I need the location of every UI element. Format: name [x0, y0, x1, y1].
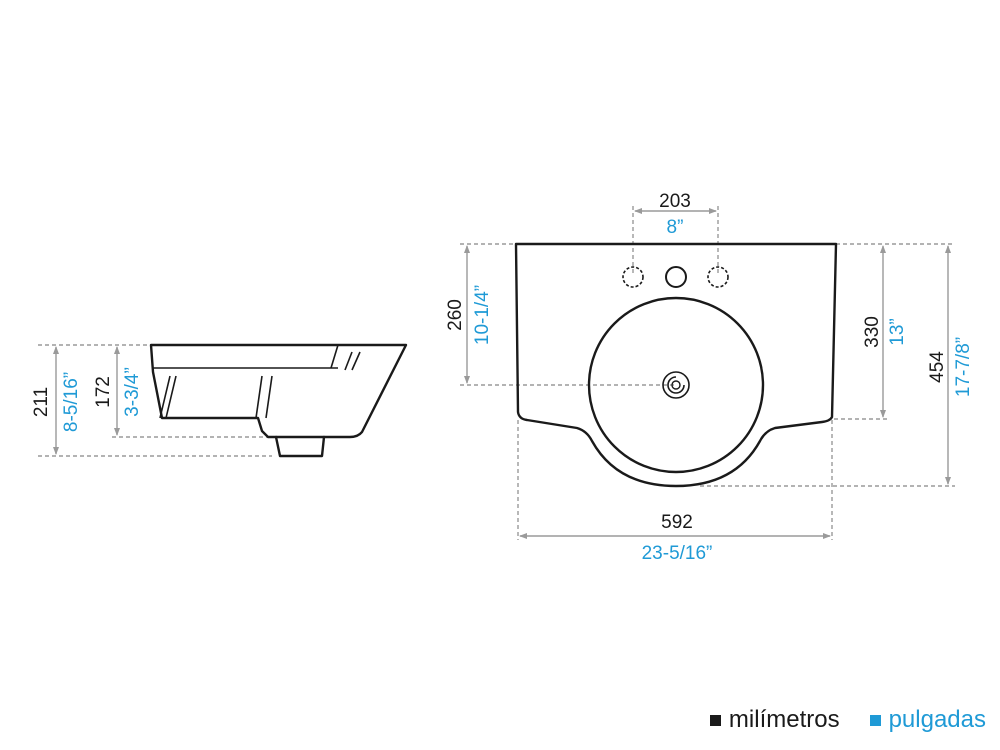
side-view-drain: [274, 435, 326, 458]
units-legend: milímetros pulgadas: [709, 706, 986, 734]
millimeters-swatch-icon: [709, 714, 721, 726]
legend-millimeters: milímetros: [709, 706, 840, 734]
drain-icon: [662, 371, 690, 399]
dim-drain-offset-inch: 10-1/4”: [472, 285, 493, 345]
dim-width-mm: 592: [661, 512, 693, 533]
inches-swatch-icon: [869, 714, 881, 726]
dim-tap-spacing-inch: 8”: [667, 217, 684, 238]
legend-inches-label: pulgadas: [888, 706, 986, 733]
dim-width-inch: 23-5/16”: [642, 543, 713, 564]
dim-side-total-inch: 8-5/16”: [61, 372, 82, 432]
dim-side-depth-mm: 330: [862, 316, 883, 348]
legend-inches: pulgadas: [869, 706, 986, 734]
side-view: 211 8-5/16” 172 3-3/4”: [31, 343, 408, 458]
dim-tap-spacing-mm: 203: [659, 191, 691, 212]
dim-side-bowl-mm: 172: [93, 376, 114, 408]
top-view-basin-outline: [514, 242, 838, 488]
dim-drain-offset-mm: 260: [445, 299, 466, 331]
tap-hole-right-icon: [707, 266, 729, 288]
tap-hole-center-icon: [665, 266, 687, 288]
dim-side-bowl-inch: 3-3/4”: [122, 367, 143, 417]
dim-side-total-mm: 211: [31, 387, 52, 417]
legend-millimeters-label: milímetros: [728, 706, 840, 733]
top-view: 203 8” 260 10-1/4” 330 13” 454 17-7/8” 5…: [445, 191, 974, 564]
bowl-circle: [587, 296, 765, 474]
tap-hole-left-icon: [622, 266, 644, 288]
dim-side-depth-inch: 13”: [887, 318, 908, 345]
side-view-basin-outline: [149, 343, 408, 439]
dim-total-depth-mm: 454: [927, 351, 948, 383]
dim-total-depth-inch: 17-7/8”: [953, 337, 974, 397]
